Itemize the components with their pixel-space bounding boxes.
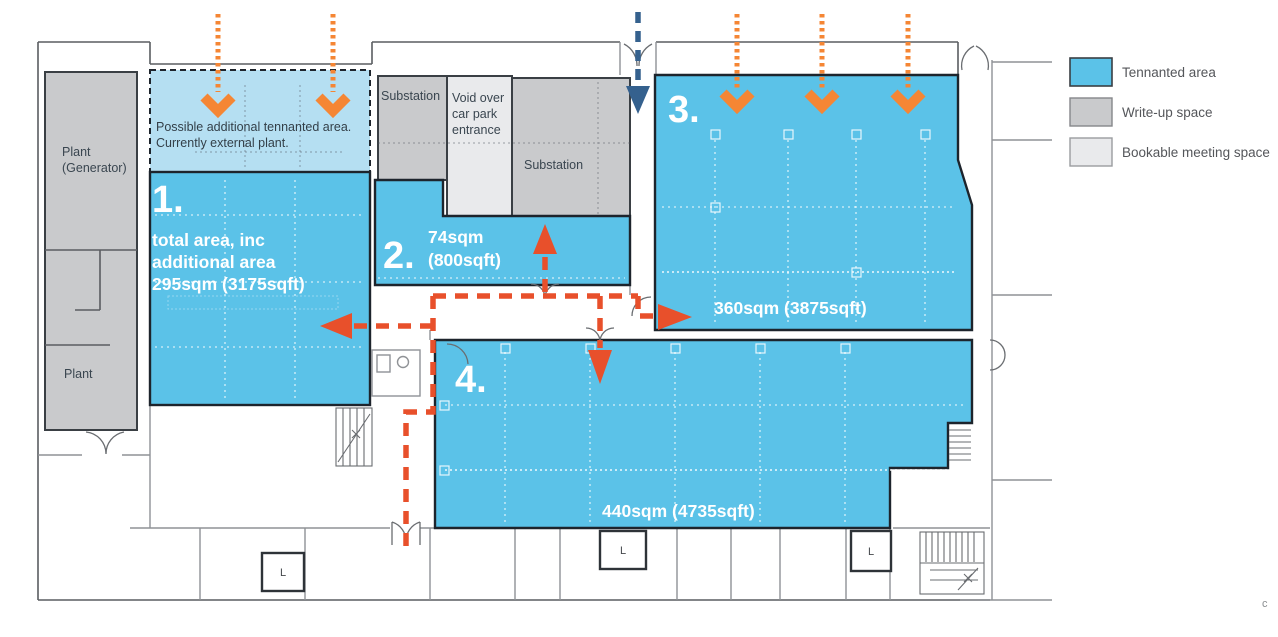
zone-2-text-line2: (800sqft): [428, 250, 501, 270]
main-entrance-arrow: [626, 12, 650, 114]
legend-swatch-writeup: [1069, 97, 1113, 127]
zone-4-number: 4.: [455, 359, 487, 401]
legend-swatch-tenanted: [1069, 57, 1113, 87]
zone-4-area-label: 440sqm (4735sqft): [602, 501, 755, 521]
wc-room: [371, 349, 421, 397]
lift-2-label: L: [868, 546, 874, 558]
zone-1-text-line3: 295sqm (3175sqft): [152, 274, 305, 294]
structural-grid: [155, 85, 965, 522]
legend-swatch-bookable: [1069, 137, 1113, 167]
zone-1-text-line1: total area, inc: [152, 230, 265, 250]
void-label-line2: car park: [452, 107, 498, 121]
zone-2-number: 2.: [383, 235, 415, 277]
legend-label-writeup: Write-up space: [1122, 105, 1213, 120]
route-arrow-up-icon: [533, 224, 557, 254]
area-3: [653, 73, 974, 332]
zone-1-text-line2: additional area: [152, 252, 276, 272]
entry-arrow-head-icon: [200, 93, 236, 119]
entry-arrow-head-icon: [804, 89, 840, 115]
lift-2: L: [849, 529, 893, 573]
stairs-left: [335, 407, 373, 467]
plant-generator-label-line2: (Generator): [62, 161, 127, 175]
entry-arrow-head-icon: [719, 89, 755, 115]
footer-mark: c: [1262, 598, 1268, 610]
zone-3-number: 3.: [668, 89, 700, 131]
entry-arrow-head-icon: [890, 89, 926, 115]
tenanted-areas: [148, 69, 974, 530]
substation-left-label: Substation: [381, 89, 440, 103]
entry-arrows: [200, 14, 926, 119]
zone-3-area-label: 360sqm (3875sqft): [714, 298, 867, 318]
route-arrow-down-icon: [588, 350, 612, 384]
legend-label-tenanted: Tennanted area: [1122, 65, 1216, 80]
void-label-line1: Void over: [452, 91, 504, 105]
route-line: [635, 296, 656, 319]
plant-generator-room: [44, 71, 138, 431]
lift-1-label: L: [620, 545, 626, 557]
route-arrow-right-icon: [658, 304, 692, 330]
doors-and-fixtures: L L L: [85, 43, 1006, 595]
area-2: [373, 178, 632, 287]
possible-area-note-line1: Possible additional tennanted area.: [156, 120, 351, 134]
route-line: [403, 296, 436, 552]
legend: Tennanted area Write-up space Bookable m…: [1069, 57, 1270, 167]
route-arrow-left-icon: [320, 313, 352, 339]
substation-right-label: Substation: [524, 158, 583, 172]
main-entrance-door: [623, 43, 653, 67]
legend-label-bookable: Bookable meeting space: [1122, 145, 1270, 160]
faded-ghost-text: [167, 295, 339, 310]
entry-arrow-head-icon: [315, 93, 351, 119]
stairs-bottom-right: [919, 531, 985, 595]
zone-2-text-line1: 74sqm: [428, 227, 483, 247]
area-1: [148, 170, 372, 407]
void-over-carpark-room: [446, 75, 513, 223]
lift-3-label: L: [280, 567, 286, 579]
lift-1: L: [598, 529, 648, 571]
stairs-area4-notch: [949, 429, 971, 461]
plant-lower-label: Plant: [64, 367, 93, 381]
plant-generator-label-line1: Plant: [62, 145, 91, 159]
substation-right-room: [511, 77, 631, 219]
main-entrance-arrow-head-icon: [626, 86, 650, 114]
lift-3: L: [260, 551, 306, 593]
possible-area-note-line2: Currently external plant.: [156, 136, 289, 150]
room-labels: Possible additional tennanted area. Curr…: [62, 89, 583, 381]
circulation-route: [320, 224, 692, 552]
void-label-line3: entrance: [452, 123, 501, 137]
zone-1-number: 1.: [152, 179, 184, 221]
zone-labels: 1. total area, inc additional area 295sq…: [152, 89, 867, 521]
area-4: [433, 338, 974, 530]
